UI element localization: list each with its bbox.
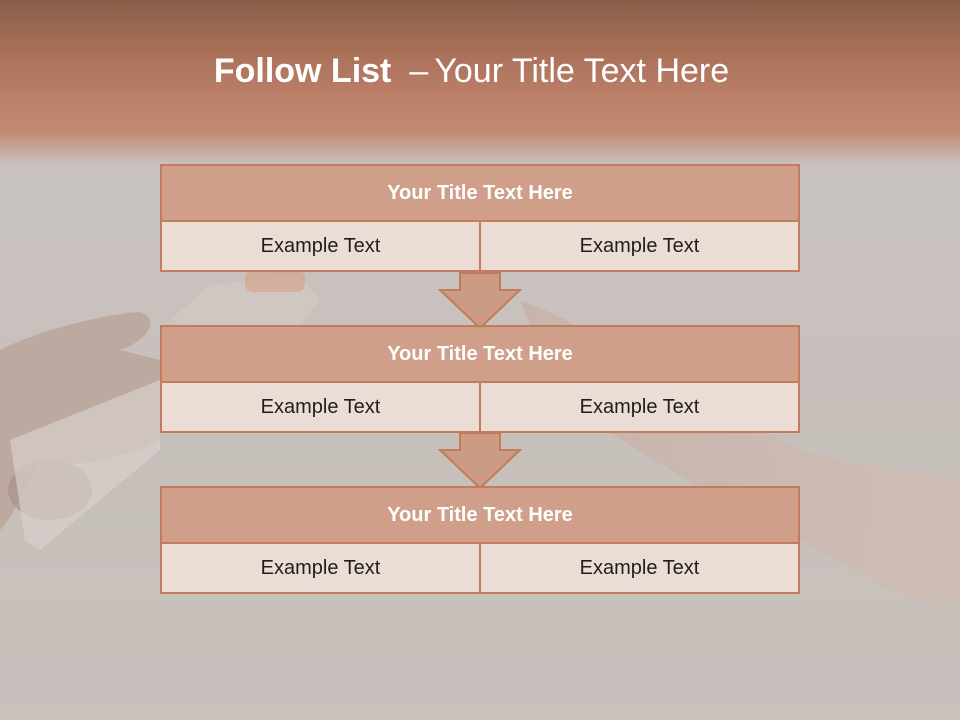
slide-title: Follow List–Your Title Text Here	[0, 52, 943, 91]
block-cell-left: Example Text	[162, 544, 479, 592]
block-row: Example Text Example Text	[162, 222, 798, 270]
block-title: Your Title Text Here	[162, 488, 798, 544]
block-cell-right: Example Text	[479, 222, 798, 270]
title-bold: Follow List	[213, 52, 392, 90]
block-title: Your Title Text Here	[162, 327, 798, 383]
list-block-3: Your Title Text Here Example Text Exampl…	[160, 486, 800, 594]
title-dash: –	[409, 52, 429, 90]
block-row: Example Text Example Text	[162, 544, 798, 592]
list-block-1: Your Title Text Here Example Text Exampl…	[160, 164, 800, 272]
header-band	[0, 0, 960, 165]
title-rest: Your Title Text Here	[434, 52, 730, 90]
block-cell-left: Example Text	[162, 222, 479, 270]
down-arrow-icon	[438, 272, 522, 330]
block-cell-right: Example Text	[479, 383, 798, 431]
block-title: Your Title Text Here	[162, 166, 798, 222]
block-row: Example Text Example Text	[162, 383, 798, 431]
down-arrow-icon	[438, 432, 522, 490]
list-block-2: Your Title Text Here Example Text Exampl…	[160, 325, 800, 433]
block-cell-right: Example Text	[479, 544, 798, 592]
block-cell-left: Example Text	[162, 383, 479, 431]
